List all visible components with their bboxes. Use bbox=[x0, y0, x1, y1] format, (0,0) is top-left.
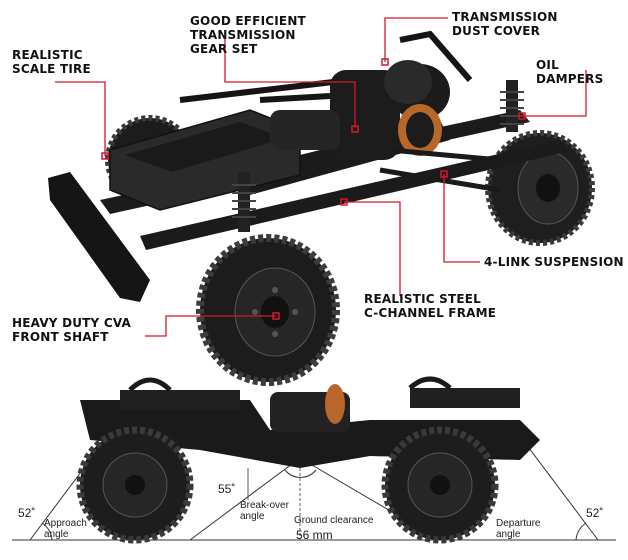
front-right-tire bbox=[196, 234, 340, 386]
departure-angle-label: Departure angle bbox=[496, 518, 541, 540]
four-link-bars bbox=[379, 147, 501, 193]
departure-angle-value: 52˚ bbox=[586, 506, 604, 520]
breakover-angle-label: Break-over angle bbox=[240, 500, 289, 522]
label-realistic-scale-tire: REALISTIC SCALE TIRE bbox=[12, 48, 91, 76]
label-transmission-gear-set: GOOD EFFICIENT TRANSMISSION GEAR SET bbox=[190, 14, 306, 56]
chassis-iso-view bbox=[48, 30, 595, 386]
side-rear-tire bbox=[381, 426, 499, 544]
oil-dampers bbox=[232, 80, 524, 232]
label-c-channel-frame: REALISTIC STEEL C-CHANNEL FRAME bbox=[364, 292, 497, 320]
label-four-link-suspension: 4-LINK SUSPENSION bbox=[484, 255, 624, 269]
label-oil-dampers: OIL DAMPERS bbox=[536, 58, 604, 86]
side-front-tire bbox=[76, 426, 194, 544]
ground-clearance-label: Ground clearance bbox=[294, 515, 374, 526]
breakover-angle-value: 55˚ bbox=[218, 482, 236, 496]
approach-angle-label: Approach angle bbox=[44, 518, 87, 540]
label-cva-front-shaft: HEAVY DUTY CVA FRONT SHAFT bbox=[12, 316, 131, 344]
chassis-side-view bbox=[12, 376, 616, 544]
transmission bbox=[270, 60, 442, 160]
front-bumper bbox=[48, 172, 150, 302]
ground-clearance-value: 56 mm bbox=[296, 528, 333, 542]
approach-angle-value: 52˚ bbox=[18, 506, 36, 520]
label-transmission-dust-cover: TRANSMISSION DUST COVER bbox=[452, 10, 558, 38]
callout-markers bbox=[101, 58, 526, 320]
callout-lines bbox=[55, 17, 587, 337]
